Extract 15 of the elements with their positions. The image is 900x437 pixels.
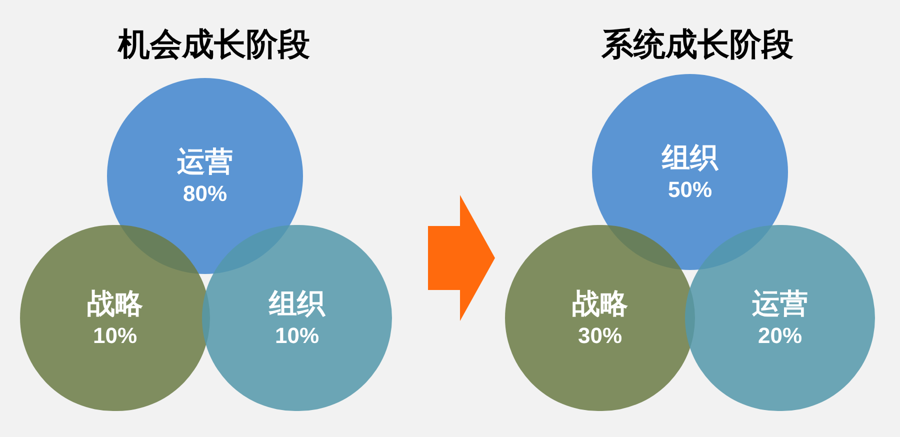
circle-label: 战略 [572,287,628,321]
block-arrow [428,195,495,321]
circle-label: 战略 [87,287,143,321]
percentage-label: 20% [758,322,802,350]
percentage-label: 10% [92,322,138,350]
percentage-label: 30% [578,322,622,350]
heading: 系统成长阶段 [600,25,794,64]
percentage-label: 10% [274,322,320,350]
circle-label: 组织 [662,141,718,175]
heading: 机会成长阶段 [116,25,311,64]
circle-label: 运营 [177,145,233,179]
circle-label: 运营 [752,287,808,321]
circle-label: 组织 [269,287,325,321]
percentage-label: 80% [182,180,228,208]
percentage-label: 50% [668,176,712,204]
